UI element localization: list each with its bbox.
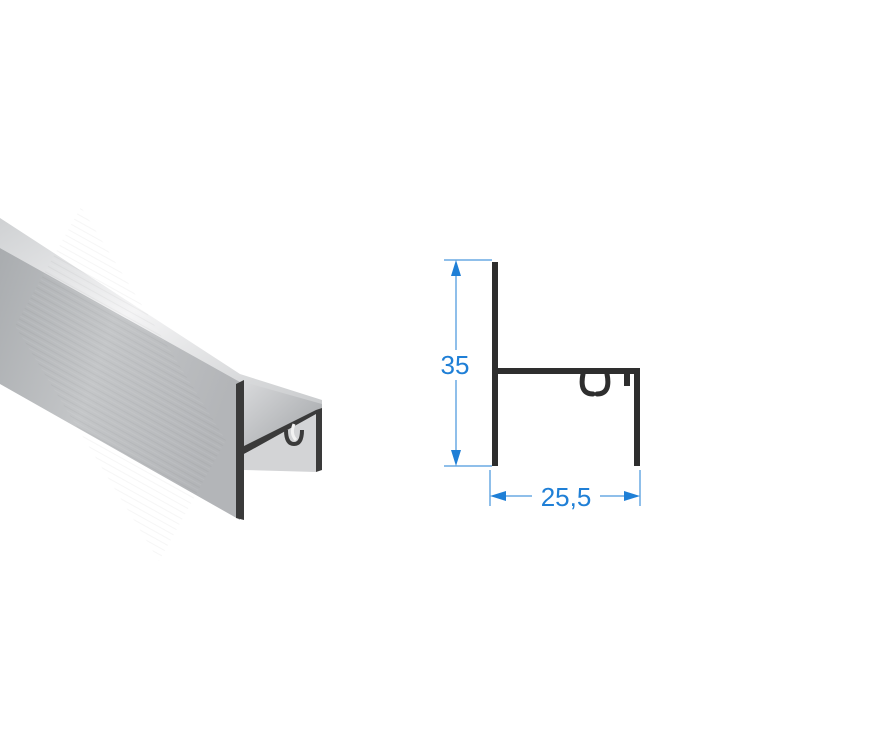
width-dimension-label: 25,5 (541, 482, 592, 512)
section-web (498, 368, 640, 374)
height-dimension-label: 35 (441, 350, 470, 380)
profile-end-clip (284, 429, 304, 447)
section-clip-groove (579, 371, 611, 397)
profile-channel-surface (244, 382, 322, 452)
section-vertical-plate (492, 262, 498, 466)
height-dimension: 35 (440, 259, 492, 467)
section-right-leg (634, 374, 640, 466)
width-arrow-right (624, 491, 640, 501)
height-arrow-bottom (451, 450, 461, 466)
width-dimension: 25,5 (489, 470, 641, 512)
width-arrow-left (490, 491, 506, 501)
cross-section-drawing (492, 262, 640, 466)
profile-end-web (244, 410, 322, 454)
height-arrow-top (451, 260, 461, 276)
profile-end-leg (316, 408, 322, 472)
profile-end-flange (236, 380, 244, 520)
profile-3d-render (0, 206, 322, 562)
